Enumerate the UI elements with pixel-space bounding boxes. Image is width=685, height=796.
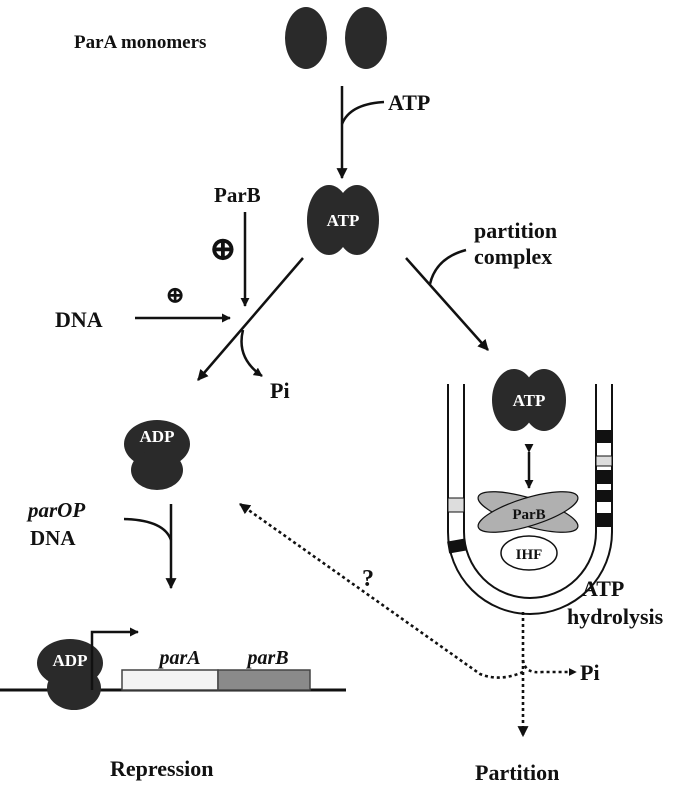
para-adp-operator-dimer-icon — [37, 639, 103, 710]
dna-label: DNA — [55, 307, 103, 332]
parb-gene-box — [217, 669, 311, 691]
atp-complex-label: ATP — [513, 391, 546, 410]
para-atp-complex-dimer-icon — [492, 369, 566, 431]
para-gene-label: parA — [157, 647, 200, 669]
parop-dna-label: DNA — [30, 526, 76, 550]
parop-input-curve — [123, 517, 173, 541]
parb-label: ParB — [214, 183, 261, 207]
plus-small-icon: ⊕ — [165, 283, 185, 309]
monomers-label: ParA monomers — [74, 32, 206, 53]
plus-large-icon: ⊕ — [209, 231, 238, 268]
para-gene-box — [121, 669, 219, 691]
pi-right-arrow — [521, 659, 577, 676]
partition-label: Partition — [475, 760, 559, 785]
para-adp-dimer-icon — [124, 420, 190, 490]
pi-left-label: Pi — [270, 378, 290, 403]
adp-left-label: ADP — [140, 427, 175, 446]
ihf-label: IHF — [516, 547, 543, 563]
partition-complex-label: partition — [474, 218, 557, 243]
para-monomer-icon — [285, 7, 327, 69]
atp-center-label: ATP — [327, 211, 360, 230]
pi-release-arrow — [240, 329, 263, 378]
atp-input-curve — [340, 100, 385, 125]
partition-input-curve — [428, 248, 467, 285]
parb-complex-icon — [477, 491, 579, 533]
feedback-arrow — [239, 502, 524, 679]
hydrolysis-label-2: hydrolysis — [567, 604, 664, 629]
promoter-arrow — [90, 627, 139, 690]
hydrolysis-arrow — [197, 257, 304, 381]
partition-arrow — [405, 257, 489, 351]
para-atp-dimer-icon — [307, 185, 379, 255]
dna-loop — [447, 384, 613, 615]
parb-gene-label: parB — [245, 647, 288, 669]
atp-input-label: ATP — [388, 90, 430, 115]
parop-label: parOP — [26, 498, 85, 522]
question-mark: ? — [362, 566, 374, 592]
para-monomer-icon — [345, 7, 387, 69]
hydrolysis-label: ATP — [582, 576, 624, 601]
ihf-icon — [500, 535, 558, 571]
parb-complex-label: ParB — [512, 507, 545, 523]
pi-right-label: Pi — [580, 660, 600, 685]
adp-operator-label: ADP — [53, 651, 88, 670]
repression-label: Repression — [110, 756, 214, 781]
partition-complex-label-2: complex — [474, 244, 552, 269]
